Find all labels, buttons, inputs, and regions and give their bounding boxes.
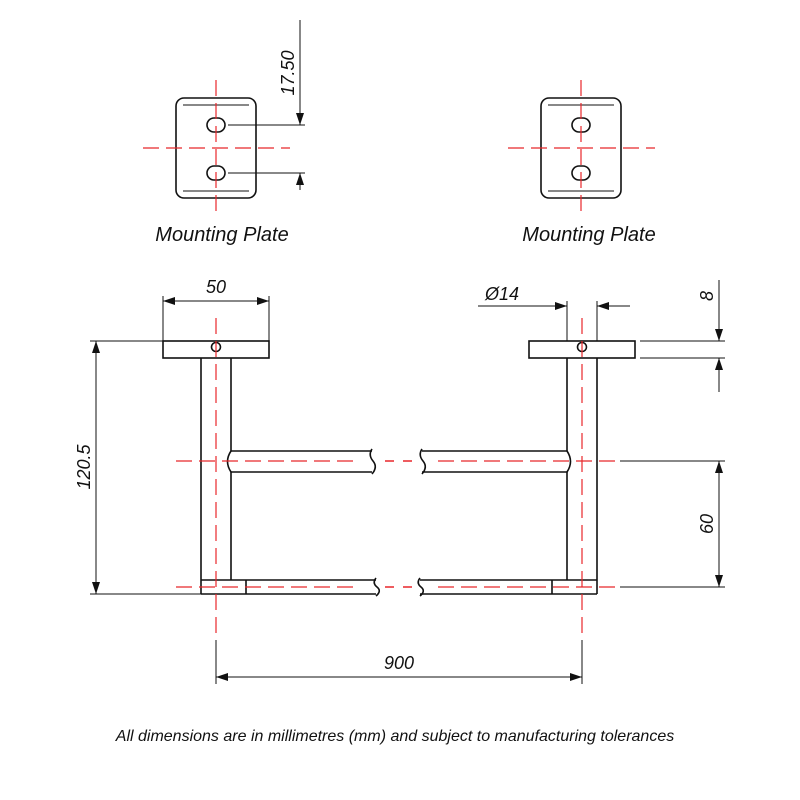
post-right <box>566 358 598 580</box>
post-left <box>200 358 232 580</box>
extension-lines <box>620 460 725 588</box>
extension-lines <box>90 340 201 595</box>
dimension-plate-width: 50 <box>162 277 270 341</box>
dim-overall-length-label: 900 <box>384 653 414 673</box>
dim-plate-width-label: 50 <box>206 277 226 297</box>
footnote: All dimensions are in millimetres (mm) a… <box>115 728 674 745</box>
break-mark <box>373 577 381 597</box>
dim-overall-height-label: 120.5 <box>74 443 94 489</box>
dimension-overall-length: 900 <box>215 640 583 684</box>
break-mark <box>369 448 377 475</box>
mounting-plate-right <box>508 80 655 215</box>
dimension-rail-spacing: 60 <box>620 460 725 588</box>
lower-rail-left-segment <box>201 579 376 595</box>
extension-lines <box>640 340 725 359</box>
dim-hole-spacing-label: 17.50 <box>278 50 298 95</box>
dimension-hole-spacing: 17.50 <box>228 20 305 190</box>
break-mark <box>417 577 425 597</box>
dim-plate-thickness-label: 8 <box>697 291 717 301</box>
towel-rail-elevation <box>162 318 636 636</box>
upper-rail-left-segment <box>231 450 372 473</box>
upper-rail-right-end <box>566 450 572 473</box>
upper-rail-right-segment <box>422 450 567 473</box>
caption-plate-left: Mounting Plate <box>155 224 288 246</box>
dimension-plate-thickness: 8 <box>640 280 725 392</box>
break-mark <box>419 448 427 475</box>
mounting-plate-left <box>143 80 290 215</box>
extension-lines <box>228 124 305 174</box>
lower-rail-right-segment <box>420 579 597 595</box>
dimension-overall-height: 120.5 <box>74 340 201 595</box>
dim-rail-spacing-label: 60 <box>697 514 717 534</box>
dim-tube-diameter-label: Ø14 <box>484 284 519 304</box>
dimension-tube-diameter: Ø14 <box>478 284 630 341</box>
caption-plate-right: Mounting Plate <box>522 224 655 246</box>
lower-rail-right-collar <box>551 580 598 594</box>
